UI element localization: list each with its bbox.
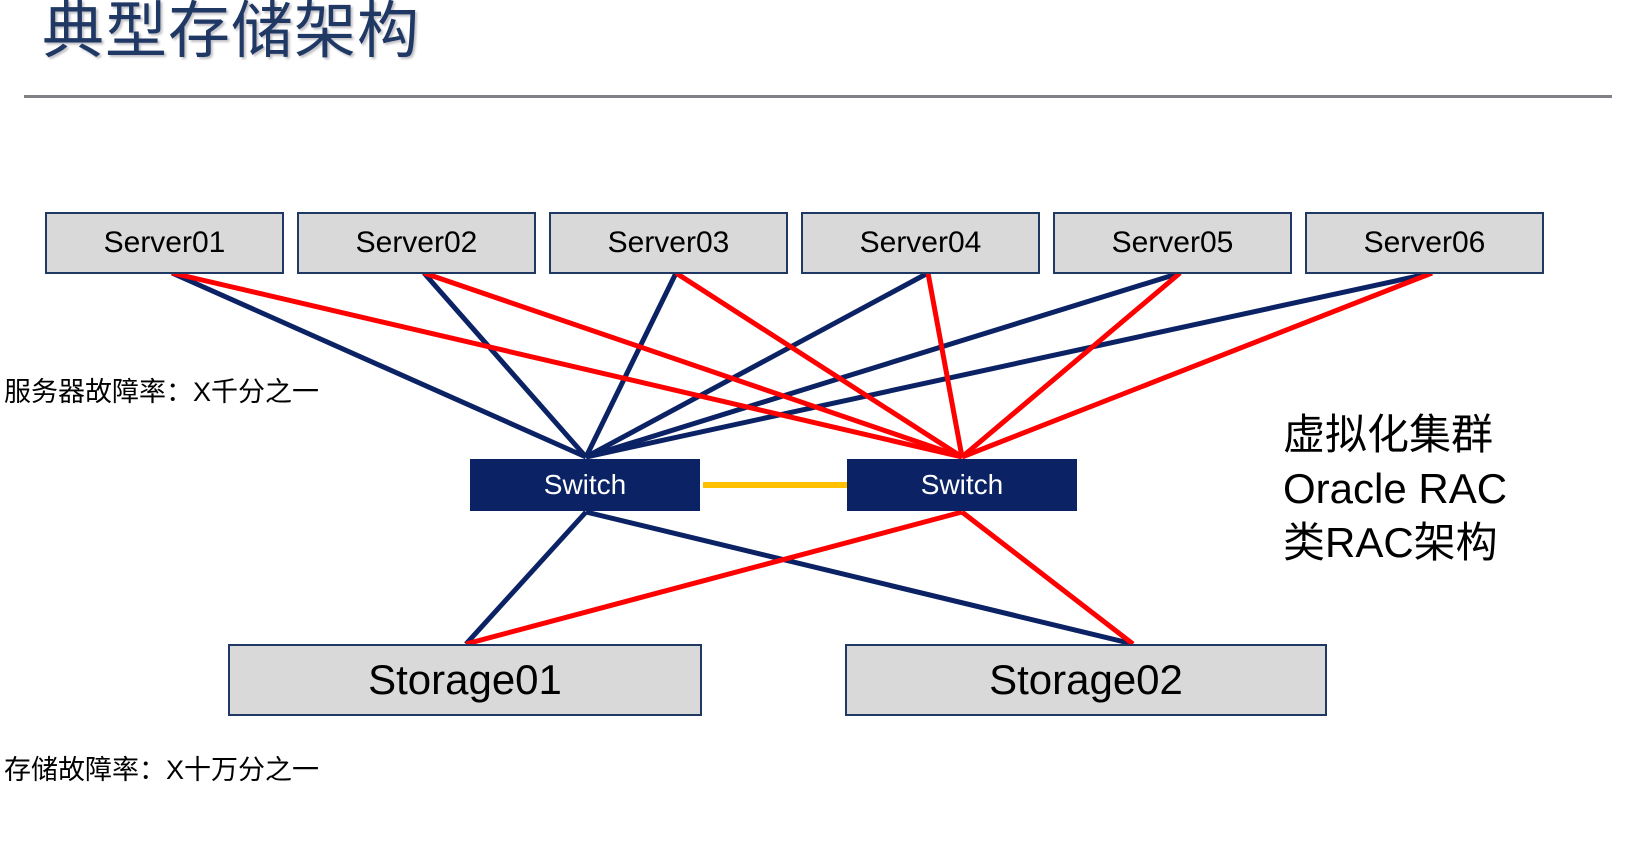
link-right-switch-to-storage-1 <box>465 509 963 647</box>
link-server-to-right-switch-5 <box>960 271 1182 459</box>
cluster-note-line-2: Oracle RAC <box>1283 464 1508 512</box>
link-server-to-right-switch-1 <box>171 270 963 460</box>
storage-node-label: Storage01 <box>368 656 562 703</box>
title-divider <box>24 95 1612 98</box>
storage-node-storage02[interactable]: Storage02 <box>845 644 1327 716</box>
link-server-to-left-switch-6 <box>585 270 1433 460</box>
storage-failure-rate-label: 存储故障率：X十万分之一 <box>4 755 320 785</box>
link-server-to-right-switch-2 <box>423 270 963 460</box>
server-node-server05[interactable]: Server05 <box>1053 212 1292 274</box>
server-node-label: Server05 <box>1111 226 1234 259</box>
server-node-label: Server06 <box>1363 226 1486 259</box>
switch-node-switch-right[interactable]: Switch <box>847 459 1077 511</box>
server-node-server06[interactable]: Server06 <box>1305 212 1544 274</box>
server-node-label: Server03 <box>607 226 730 259</box>
server-failure-rate-label: 服务器故障率：X千分之一 <box>4 377 320 407</box>
link-server-to-left-switch-2 <box>422 271 588 459</box>
link-right-switch-to-storage-2 <box>960 510 1135 646</box>
cluster-note: 虚拟化集群 Oracle RAC 类RAC架构 <box>1283 408 1507 569</box>
server-node-server01[interactable]: Server01 <box>45 212 284 274</box>
link-left-switch-to-storage-1 <box>464 510 588 646</box>
page-title: 典型存储架构 <box>42 0 421 66</box>
links-servers-to-left-switch <box>170 270 1433 460</box>
switch-node-label: Switch <box>920 469 1004 500</box>
server-node-label: Server04 <box>859 226 982 259</box>
link-server-to-right-switch-3 <box>674 270 964 460</box>
link-server-to-right-switch-6 <box>961 270 1433 460</box>
link-server-to-right-switch-4 <box>925 272 965 458</box>
links-servers-to-right-switch <box>171 270 1433 460</box>
link-server-to-left-switch-5 <box>585 270 1181 460</box>
link-server-to-left-switch-4 <box>584 270 930 460</box>
switch-node-switch-left[interactable]: Switch <box>470 459 700 511</box>
server-node-server03[interactable]: Server03 <box>549 212 788 274</box>
storage-node-label: Storage02 <box>989 656 1183 703</box>
cluster-note-line-1: 虚拟化集群 <box>1283 411 1494 458</box>
server-node-label: Server01 <box>103 226 226 259</box>
links-left-switch-to-storage <box>464 509 1134 647</box>
cluster-note-line-3: 类RAC架构 <box>1283 518 1498 566</box>
storage-node-storage01[interactable]: Storage01 <box>228 644 702 716</box>
link-left-switch-to-storage-2 <box>585 509 1134 647</box>
server-node-server02[interactable]: Server02 <box>297 212 536 274</box>
switch-node-label: Switch <box>543 469 627 500</box>
server-node-server04[interactable]: Server04 <box>801 212 1040 274</box>
link-server-to-left-switch-3 <box>583 271 679 459</box>
link-server-to-left-switch-1 <box>170 270 588 460</box>
server-node-label: Server02 <box>355 226 478 259</box>
links-right-switch-to-storage <box>465 509 1135 647</box>
